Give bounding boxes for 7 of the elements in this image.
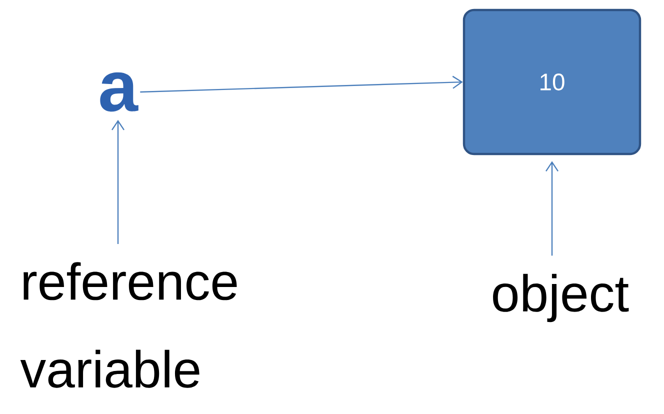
caption-text: object [493, 274, 629, 322]
arrow [140, 76, 463, 93]
caption-text: reference variable [20, 262, 237, 388]
arrow [546, 161, 558, 256]
object-box: 10 [462, 8, 642, 156]
arrow [112, 120, 124, 244]
variable-letter: a [100, 72, 138, 112]
